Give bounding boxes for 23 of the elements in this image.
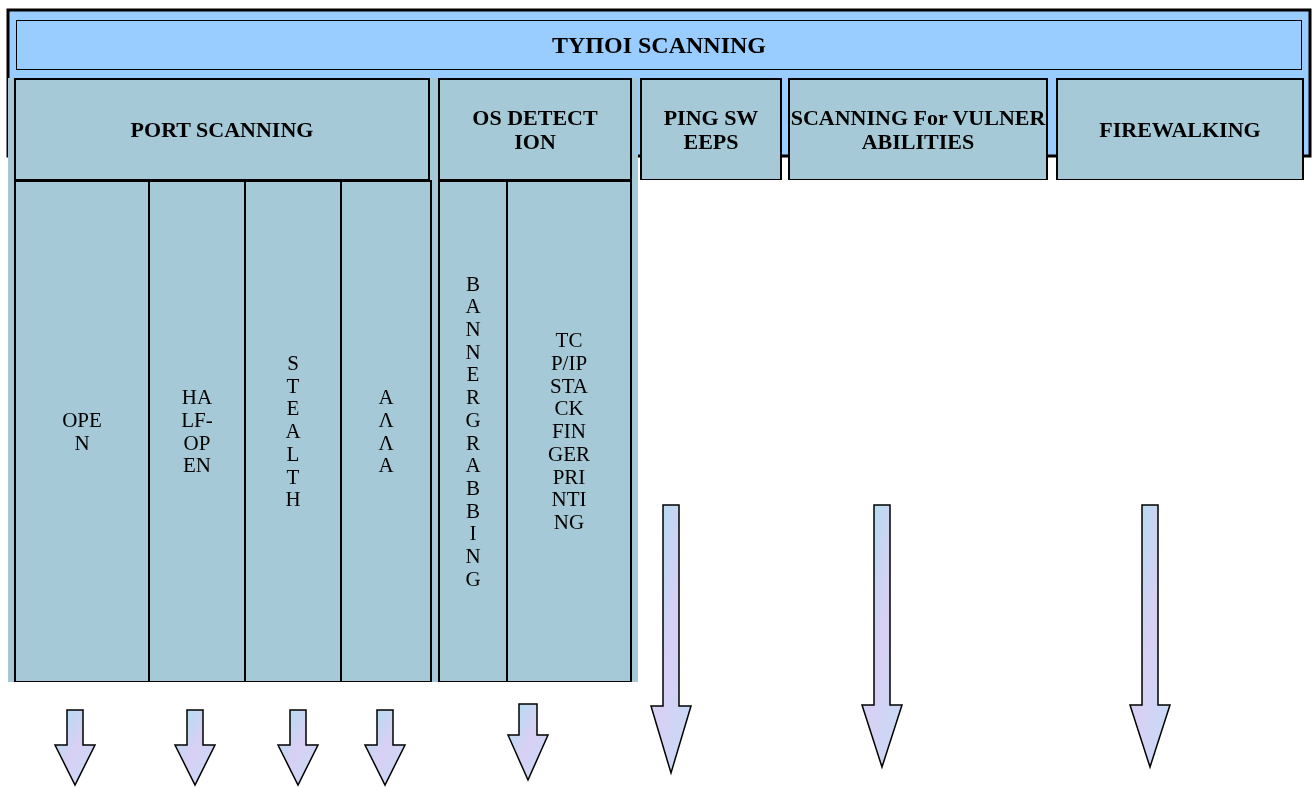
subcategory-column [14,180,150,682]
category-header [14,78,430,180]
column-label: PING SWEEPS [662,106,760,153]
column-label: HALF-OPEN [180,386,214,477]
column-label: FIREWALKING [1099,117,1261,142]
column-label: STEALTH [284,352,302,511]
category-header [788,78,1048,180]
subcategory-column [438,180,508,682]
category-header [640,78,782,180]
category-header [1056,78,1304,180]
subcategory-column [506,180,632,682]
column-label: BANNER GRABBING [464,272,482,591]
category-header [438,78,632,180]
column-label: OS DETECTION [471,106,599,153]
column-label: PORT SCANNING [130,117,314,142]
subcategory-column [340,180,432,682]
column-label: OPEN [61,408,103,455]
subcategory-column [244,180,342,682]
subcategory-column [148,180,246,682]
diagram-title: ΤΥΠΟΙ SCANNING [16,20,1302,70]
column-label: SCANNING For VULNERABILITIES [790,106,1046,153]
column-label: ΑΛΛΑ [377,386,395,477]
column-label: TCP/IP STACK FINGERPRINTING [548,329,590,534]
